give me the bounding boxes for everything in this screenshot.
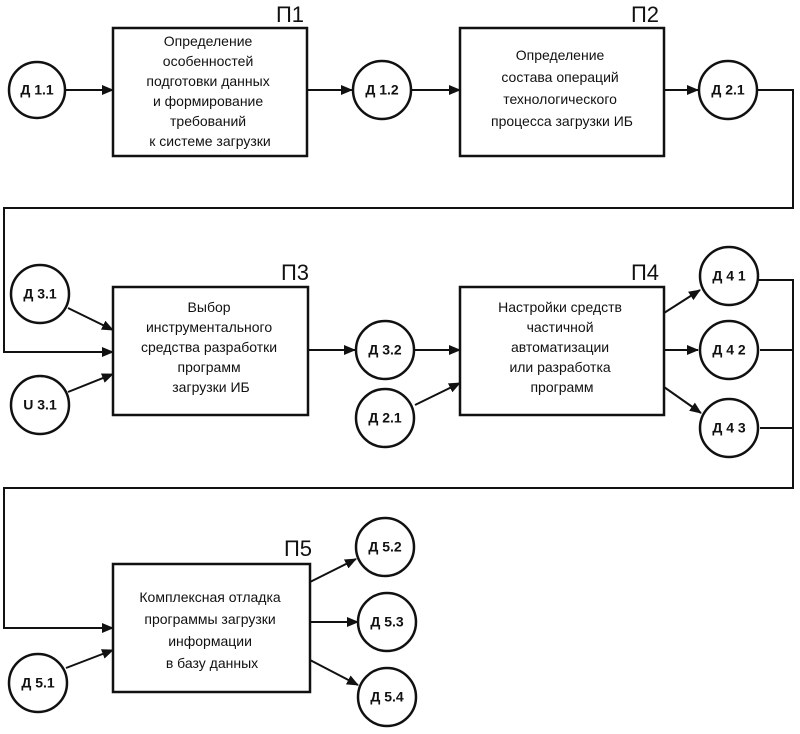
node-label: Д 2.1 (368, 410, 402, 426)
node-label: Д 1.1 (20, 82, 54, 98)
process-p4: П4 Настройки средств частичной автоматиз… (458, 260, 666, 417)
node-label: Д 5.1 (21, 675, 55, 691)
process-p5: П5 Комплексная отладка программы загрузк… (111, 536, 312, 694)
data-node-d52: Д 5.2 (354, 516, 416, 578)
node-label: U 3.1 (23, 397, 57, 413)
data-node-d43: Д 4 3 (698, 397, 760, 459)
arrow-p4-d43 (663, 386, 702, 414)
process-text: Выбор инструментального средства разрабо… (141, 299, 281, 395)
node-label: Д 3.2 (368, 342, 402, 358)
process-text: Определение особенностей подготовки данн… (146, 33, 273, 149)
process-p1: П1 Определение особенностей подготовки д… (111, 2, 309, 158)
node-label: Д 2.1 (711, 82, 745, 98)
data-node-d21-top: Д 2.1 (697, 59, 759, 121)
node-label: Д 4 1 (712, 268, 746, 284)
loop-wire-row1-row2 (3, 89, 794, 353)
arrow-u31-p3 (67, 373, 114, 393)
data-node-d32: Д 3.2 (354, 319, 416, 381)
process-p3: П3 Выбор инструментального средства разр… (111, 260, 310, 417)
node-label: Д 4 2 (712, 342, 746, 358)
process-text: Настройки средств частичной автоматизаци… (498, 299, 626, 395)
data-node-d54: Д 5.4 (356, 666, 418, 728)
data-node-d31: Д 3.1 (9, 263, 71, 325)
data-node-d21-bottom: Д 2.1 (354, 387, 416, 449)
data-node-u31: U 3.1 (9, 374, 71, 436)
arrow-d21-p4 (414, 382, 461, 406)
node-label: Д 5.3 (370, 614, 404, 630)
process-tag: П1 (276, 2, 304, 27)
data-node-d51: Д 5.1 (7, 652, 69, 714)
arrow-p5-d54 (309, 659, 359, 686)
node-label: Д 3.1 (23, 286, 57, 302)
data-node-d53: Д 5.3 (356, 591, 418, 653)
arrow-p4-d41 (663, 289, 701, 314)
arrow-d31-p3 (67, 307, 114, 331)
process-tag: П5 (284, 536, 312, 561)
data-node-d42: Д 4 2 (698, 319, 760, 381)
process-text: Определение состава операций технологиче… (491, 47, 633, 129)
process-tag: П2 (631, 2, 659, 27)
arrow-d51-p5 (65, 649, 114, 669)
loop-wire-row2-row3 (3, 279, 794, 629)
arrow-p5-d52 (309, 558, 357, 583)
data-node-d11: Д 1.1 (7, 60, 67, 120)
node-label: Д 4 3 (712, 420, 746, 436)
process-text: Комплексная отладка программы загрузки и… (139, 589, 284, 671)
data-node-d41: Д 4 1 (698, 245, 760, 307)
node-label: Д 1.2 (365, 82, 399, 98)
process-tag: П4 (631, 260, 659, 285)
node-label: Д 5.4 (370, 689, 404, 705)
node-label: Д 5.2 (368, 539, 402, 555)
process-p2: П2 Определение состава операций технолог… (458, 2, 666, 158)
data-node-d12: Д 1.2 (351, 59, 413, 121)
process-tag: П3 (281, 260, 309, 285)
